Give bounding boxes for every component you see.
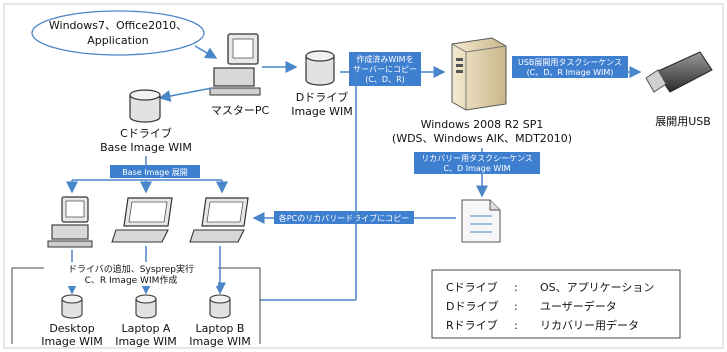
outer-frame <box>3 3 724 349</box>
cloud-line1: Windows7、Office2010、 <box>49 19 187 32</box>
arrow-master-to-cdrive <box>158 87 213 102</box>
desktop-drive-cylinder-icon <box>61 294 83 319</box>
legend-row-1-desc: OS、アプリケーション <box>540 281 654 294</box>
copy-recovery-label: 各PCのリカバリードライブにコピー <box>279 213 409 223</box>
legend-row-1-drive: Cドライブ <box>446 280 498 294</box>
legend-row-3-drive: Rドライブ <box>446 318 498 332</box>
legend-row-2-drive: Dドライブ <box>446 299 498 313</box>
laptop-a-label-line1: Laptop A <box>122 322 171 335</box>
recovery-seq-line1: リカバリー用タスクシーケンス <box>421 154 533 163</box>
document-icon <box>461 199 501 243</box>
recovery-seq-line2: C、D Image WIM <box>443 164 510 173</box>
legend-row-3-desc: リカバリー用データ <box>540 318 639 332</box>
c-drive-cylinder-icon <box>129 89 161 123</box>
laptop-b-drive-cylinder-icon <box>209 294 231 319</box>
arrow-cloud-to-master <box>194 45 218 59</box>
base-deploy-label-bg <box>110 165 200 178</box>
c-drive-label-line2: Base Image WIM <box>100 141 192 154</box>
legend-row-1-colon: : <box>514 281 518 294</box>
master-pc-label: マスターPC <box>211 104 270 117</box>
process-note-line1: ドライバの追加、Sysprep実行 <box>68 263 194 275</box>
usb-seq-line1: USB展開用タスクシーケンス <box>518 58 622 67</box>
server-tower-icon <box>451 37 507 111</box>
laptop-a-drive-cylinder-icon <box>135 294 157 319</box>
os-app-ellipse <box>31 10 205 56</box>
usb-seq-line2: (C、D、R Image WIM) <box>527 68 614 77</box>
usb-label: 展開用USB <box>655 115 711 128</box>
server-label-line2: (WDS、Windows AIK、MDT2010) <box>392 132 572 145</box>
laptop-b-label-line1: Laptop B <box>196 322 245 335</box>
laptop-b-label-line2: Image WIM <box>189 335 251 348</box>
copy-wim-line1: 作成済みWIMを <box>356 54 413 64</box>
recovery-seq-label-bg <box>414 152 540 174</box>
copy-wim-line2: サーバーにコピー <box>353 65 417 74</box>
c-drive-label-line1: Cドライブ <box>120 126 172 140</box>
usb-seq-label-bg <box>512 56 628 78</box>
process-note-line2: C、R Image WIM作成 <box>85 274 178 286</box>
process-note-bg <box>44 262 218 286</box>
d-drive-label-line2: Image WIM <box>291 105 353 118</box>
d-drive-cylinder-icon <box>305 50 335 86</box>
laptop-a-icon <box>111 197 173 243</box>
desktop-label-line2: Image WIM <box>41 335 103 348</box>
server-label-line1: Windows 2008 R2 SP1 <box>421 118 544 131</box>
laptop-b-icon <box>189 197 249 243</box>
legend-row-2-colon: : <box>514 300 518 313</box>
legend-row-2-desc: ユーザーデータ <box>540 299 617 313</box>
desktop-label-line1: Desktop <box>49 322 94 335</box>
legend-row-3-colon: : <box>514 319 518 332</box>
legend-box <box>431 269 681 339</box>
copy-recovery-label-bg <box>274 211 414 224</box>
d-drive-label-line1: Dドライブ <box>296 90 348 104</box>
desktop-pc-icon <box>47 196 93 248</box>
base-deploy-label: Base Image 展開 <box>122 168 188 177</box>
laptop-a-label-line2: Image WIM <box>115 335 177 348</box>
usb-stick-icon <box>645 51 713 93</box>
copy-wim-line3: (C、D、R) <box>365 75 405 84</box>
master-pc-icon <box>209 33 261 96</box>
cloud-line2: Application <box>87 34 148 47</box>
copy-wim-label-bg <box>349 52 421 86</box>
